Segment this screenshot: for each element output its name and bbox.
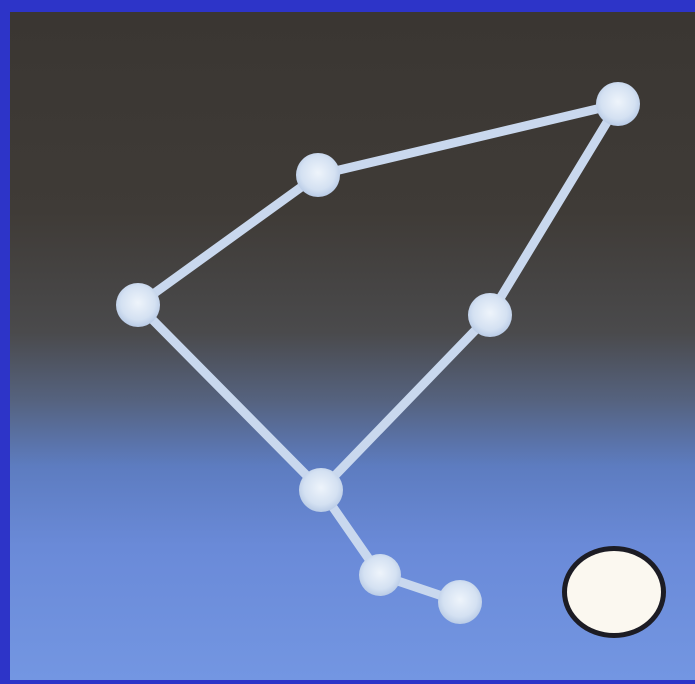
- line-segment: [138, 305, 321, 490]
- night-sky: [10, 12, 695, 680]
- moon: [562, 546, 666, 638]
- star: [116, 283, 160, 327]
- star: [299, 468, 343, 512]
- star: [468, 293, 512, 337]
- star: [438, 580, 482, 624]
- star: [359, 554, 401, 596]
- line-segment: [490, 104, 618, 315]
- star: [296, 153, 340, 197]
- line-segment: [138, 175, 318, 305]
- line-segment: [318, 104, 618, 175]
- constellation-lines: [138, 104, 618, 602]
- constellation-illustration: [10, 12, 695, 680]
- moon-disc: [567, 551, 661, 633]
- star: [596, 82, 640, 126]
- line-segment: [321, 315, 490, 490]
